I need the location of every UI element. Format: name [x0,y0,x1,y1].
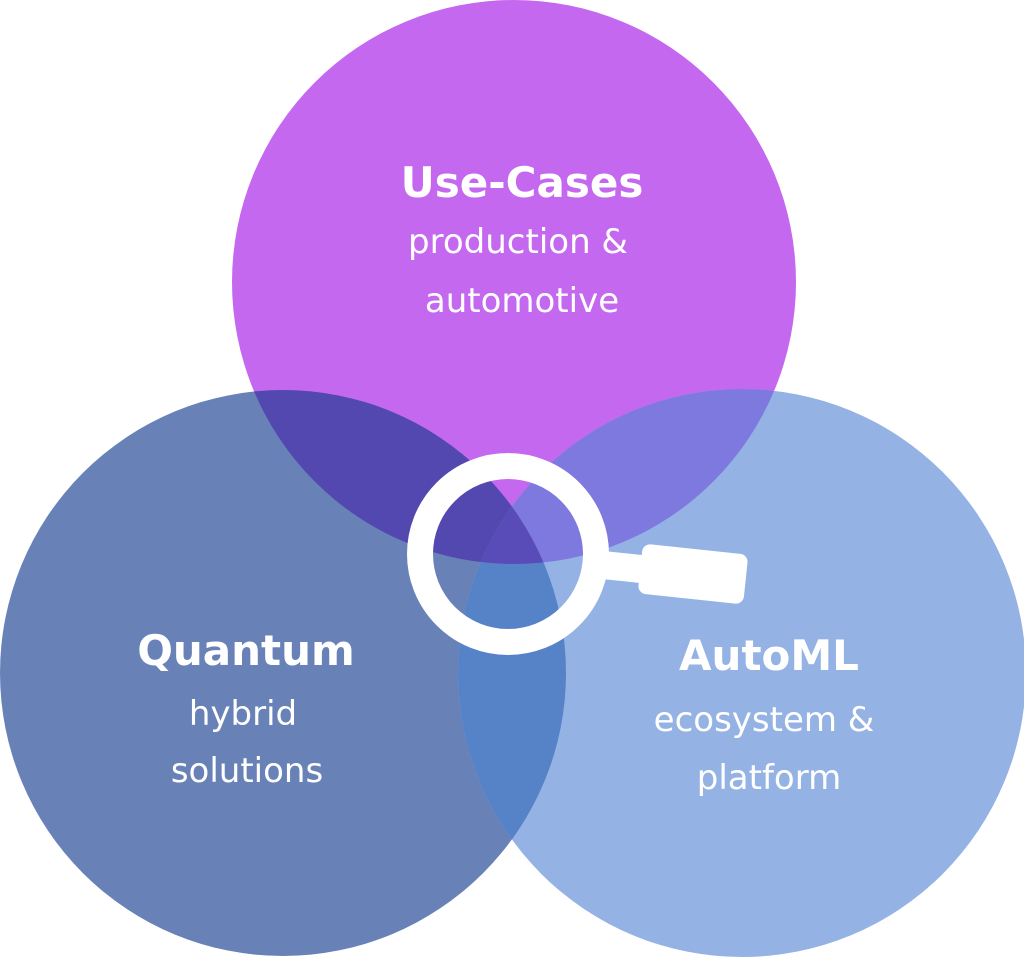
quantum-line1: hybrid [189,694,297,734]
quantum-title: Quantum [137,626,355,675]
use-cases-title: Use-Cases [401,158,644,207]
magnifying-glass-icon [407,453,748,655]
quantum-line2: solutions [171,751,323,791]
automl-line2: platform [697,758,841,798]
use-cases-line1: production & [408,222,628,262]
automl-title: AutoML [679,631,859,680]
magnifier-lens [407,453,609,655]
use-cases-line2: automotive [425,281,619,321]
magnifier-handle [638,544,748,604]
automl-line1: ecosystem & [654,700,875,740]
